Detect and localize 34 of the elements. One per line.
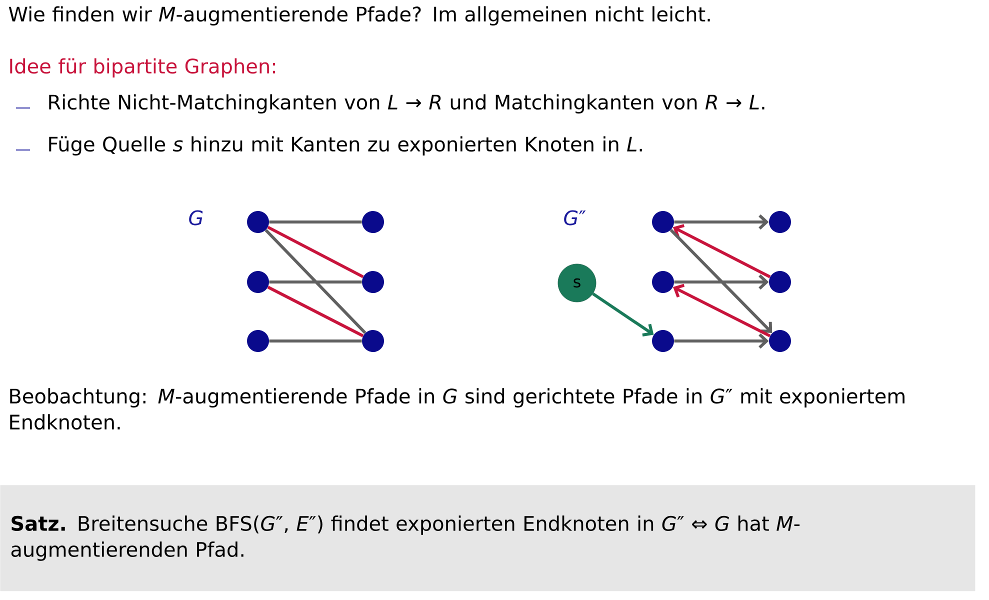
source-node: s	[558, 264, 596, 302]
vertex-dot	[652, 211, 674, 233]
edge-line	[267, 226, 364, 278]
edge-line	[269, 339, 362, 342]
graph-label: G	[189, 210, 203, 226]
paragraph: Beobachtung: M-augmentierende Pfade in G sind gerichtete Pfade in G″ mit exponiertem Endknoten.	[10, 388, 904, 430]
vertex-dot	[362, 330, 384, 352]
bullet-text: Richte Nicht-Matchingkanten von L → R und Matchingkanten von R → L.	[49, 94, 764, 114]
arrow	[670, 228, 772, 333]
theorem-box: Satz. Breitensuche BFS(G″, E″) findet exponierten Endknoten in G″ ⇔ G hat M-augmentierenden Pfad.	[0, 485, 976, 592]
arrow	[672, 224, 771, 278]
arrow	[673, 284, 771, 338]
section-heading: Idee für bipartite Graphen:	[10, 58, 276, 78]
edge-line	[264, 229, 366, 334]
vertex-dot	[769, 330, 791, 352]
vertex-dot	[362, 271, 384, 293]
edge-line	[269, 280, 362, 284]
vertex-dot	[769, 211, 791, 233]
vertex-dot	[247, 271, 269, 293]
edge-line	[269, 220, 362, 224]
arrow	[674, 214, 769, 230]
arrow	[592, 292, 654, 336]
vertex-dot	[652, 330, 674, 352]
vertex-dot	[652, 271, 674, 293]
edge-line	[267, 286, 364, 338]
bullet-text: Füge Quelle s hinzu mit Kanten zu exponierten Knoten in L.	[49, 136, 642, 156]
arrow	[674, 333, 769, 349]
graph-label: G″	[564, 210, 586, 226]
vertex-dot	[362, 211, 384, 233]
vertex-dot	[769, 271, 791, 293]
heading-text: Wie finden wir M-augmentierende Pfade? Im allgemeinen nicht leicht.	[8, 6, 710, 26]
vertex-dot	[247, 330, 269, 352]
vertex-dot	[247, 211, 269, 233]
arrow	[674, 274, 769, 290]
